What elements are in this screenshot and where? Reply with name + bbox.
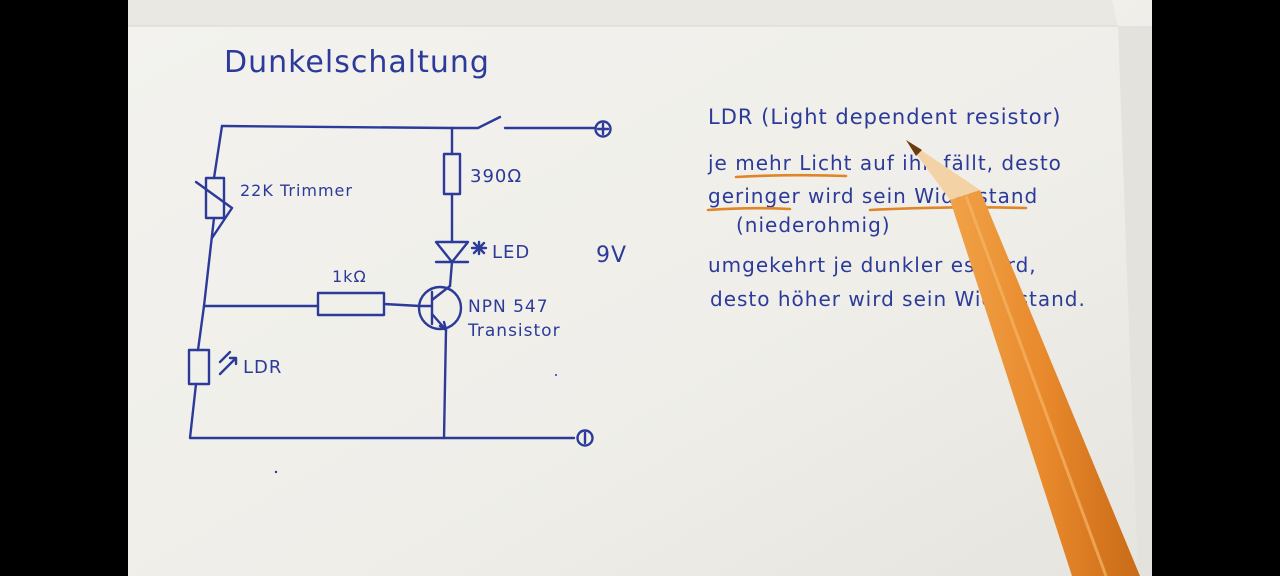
circuit-wires	[188, 115, 596, 440]
notes-heading: LDR (Light dependent resistor)	[708, 105, 1061, 129]
resistor-390-label: 390Ω	[470, 166, 522, 187]
transistor-label-line1: NPN 547	[468, 297, 549, 317]
diagram-title: Dunkelschaltung	[224, 45, 490, 80]
paper-top-sheet-edge	[128, 0, 1118, 26]
plus-terminal	[594, 120, 612, 138]
voltage-label: 9V	[596, 243, 627, 268]
notes-line-1: je mehr Licht auf ihn fällt, desto	[707, 151, 1062, 175]
trimmer-label: 22K Trimmer	[240, 181, 353, 200]
ldr-symbol	[187, 348, 238, 386]
led-symbol	[434, 240, 488, 264]
trimmer-potentiometer	[194, 176, 234, 240]
led-label: LED	[492, 242, 530, 263]
notes-line-3: (niederohmig)	[736, 213, 891, 237]
npn-transistor	[417, 284, 463, 332]
resistor-1k-label: 1kΩ	[332, 267, 367, 286]
notes-line-5: desto höher wird sein Widerstand.	[710, 287, 1086, 311]
resistor-1k	[316, 291, 386, 317]
transistor-label-line2: Transistor	[467, 321, 561, 341]
notes-line-2: geringer wird sein Widerstand	[708, 184, 1038, 208]
minus-terminal	[576, 429, 594, 447]
resistor-390	[442, 152, 462, 196]
highlight-underlines	[706, 173, 1028, 212]
pencil	[906, 140, 1140, 576]
ldr-label: LDR	[243, 357, 282, 378]
paper-right-edge	[1118, 26, 1152, 576]
